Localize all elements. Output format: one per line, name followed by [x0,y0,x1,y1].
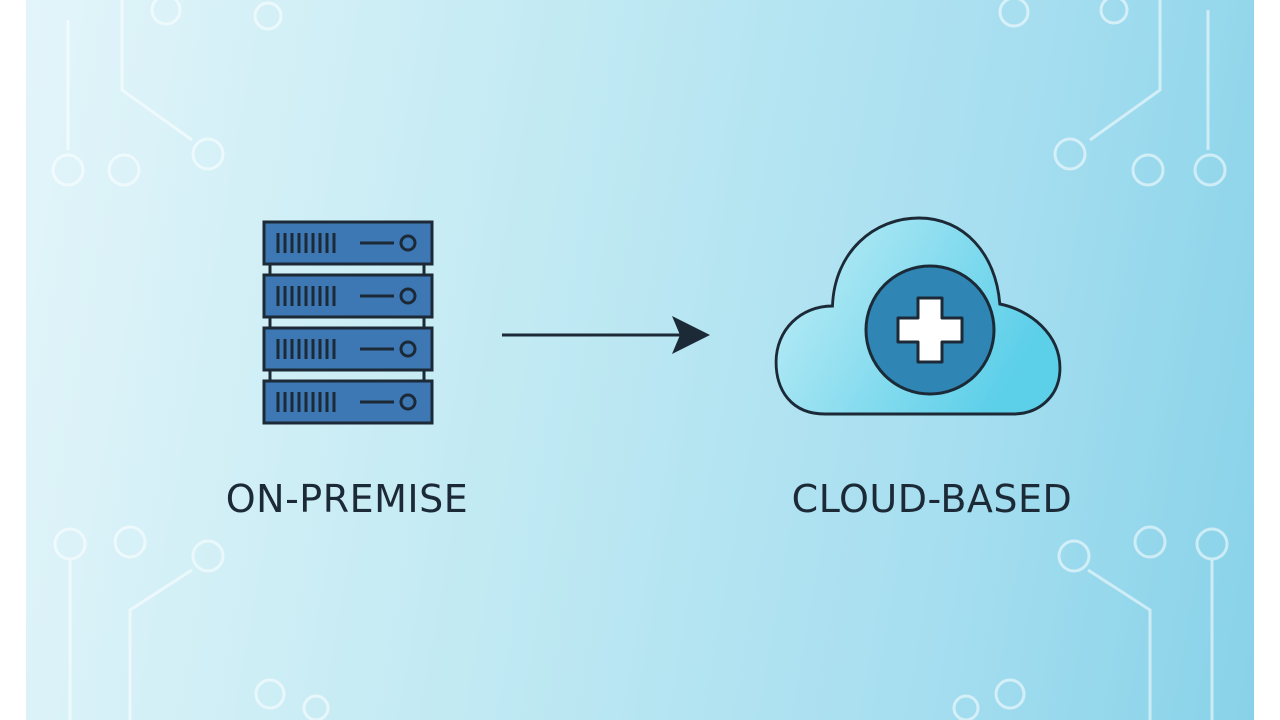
cloud-based-label: CLOUD-BASED [791,477,1073,521]
circuit-pattern-decoration [51,0,1229,720]
on-premise-label: ON-PREMISE [225,477,469,521]
server-unit [262,273,434,319]
server-unit [262,326,434,372]
diagram-panel [26,0,1254,720]
server-rack-icon [262,220,434,425]
cloud-medical-cross-icon [774,216,1062,416]
arrow-right-icon [502,316,710,354]
server-unit [262,379,434,425]
server-unit [262,220,434,266]
